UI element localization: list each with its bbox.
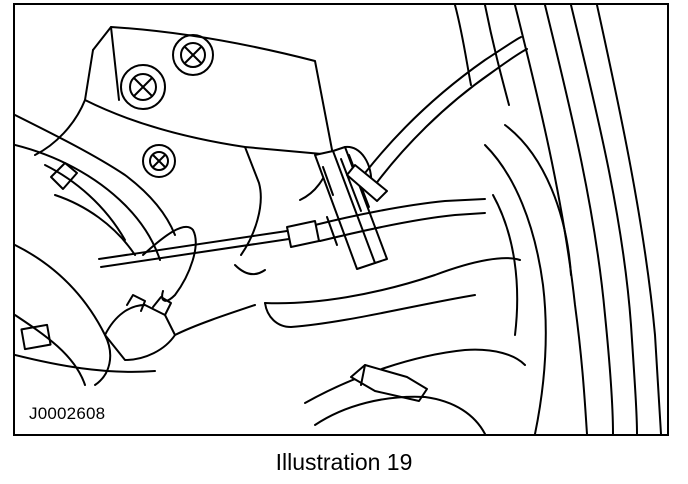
figure-id-code: J0002608 bbox=[29, 404, 106, 423]
bolt-left bbox=[120, 64, 166, 110]
upper-cable bbox=[346, 36, 528, 202]
left-housing bbox=[15, 114, 176, 386]
illustration-frame: J0002608 bbox=[13, 3, 669, 436]
line-drawing bbox=[15, 5, 662, 434]
cable-tie bbox=[314, 364, 486, 434]
bolt-lower bbox=[142, 144, 176, 178]
connector-clip bbox=[104, 294, 256, 361]
thin-wire bbox=[142, 225, 266, 302]
grommet-clamp bbox=[314, 145, 388, 270]
illustration-caption: Illustration 19 bbox=[275, 449, 413, 475]
mounting-bracket bbox=[34, 26, 334, 256]
lower-channel bbox=[264, 124, 572, 434]
body-panel-lines bbox=[454, 5, 662, 434]
control-cable bbox=[98, 220, 320, 268]
bolt-top bbox=[172, 34, 214, 76]
